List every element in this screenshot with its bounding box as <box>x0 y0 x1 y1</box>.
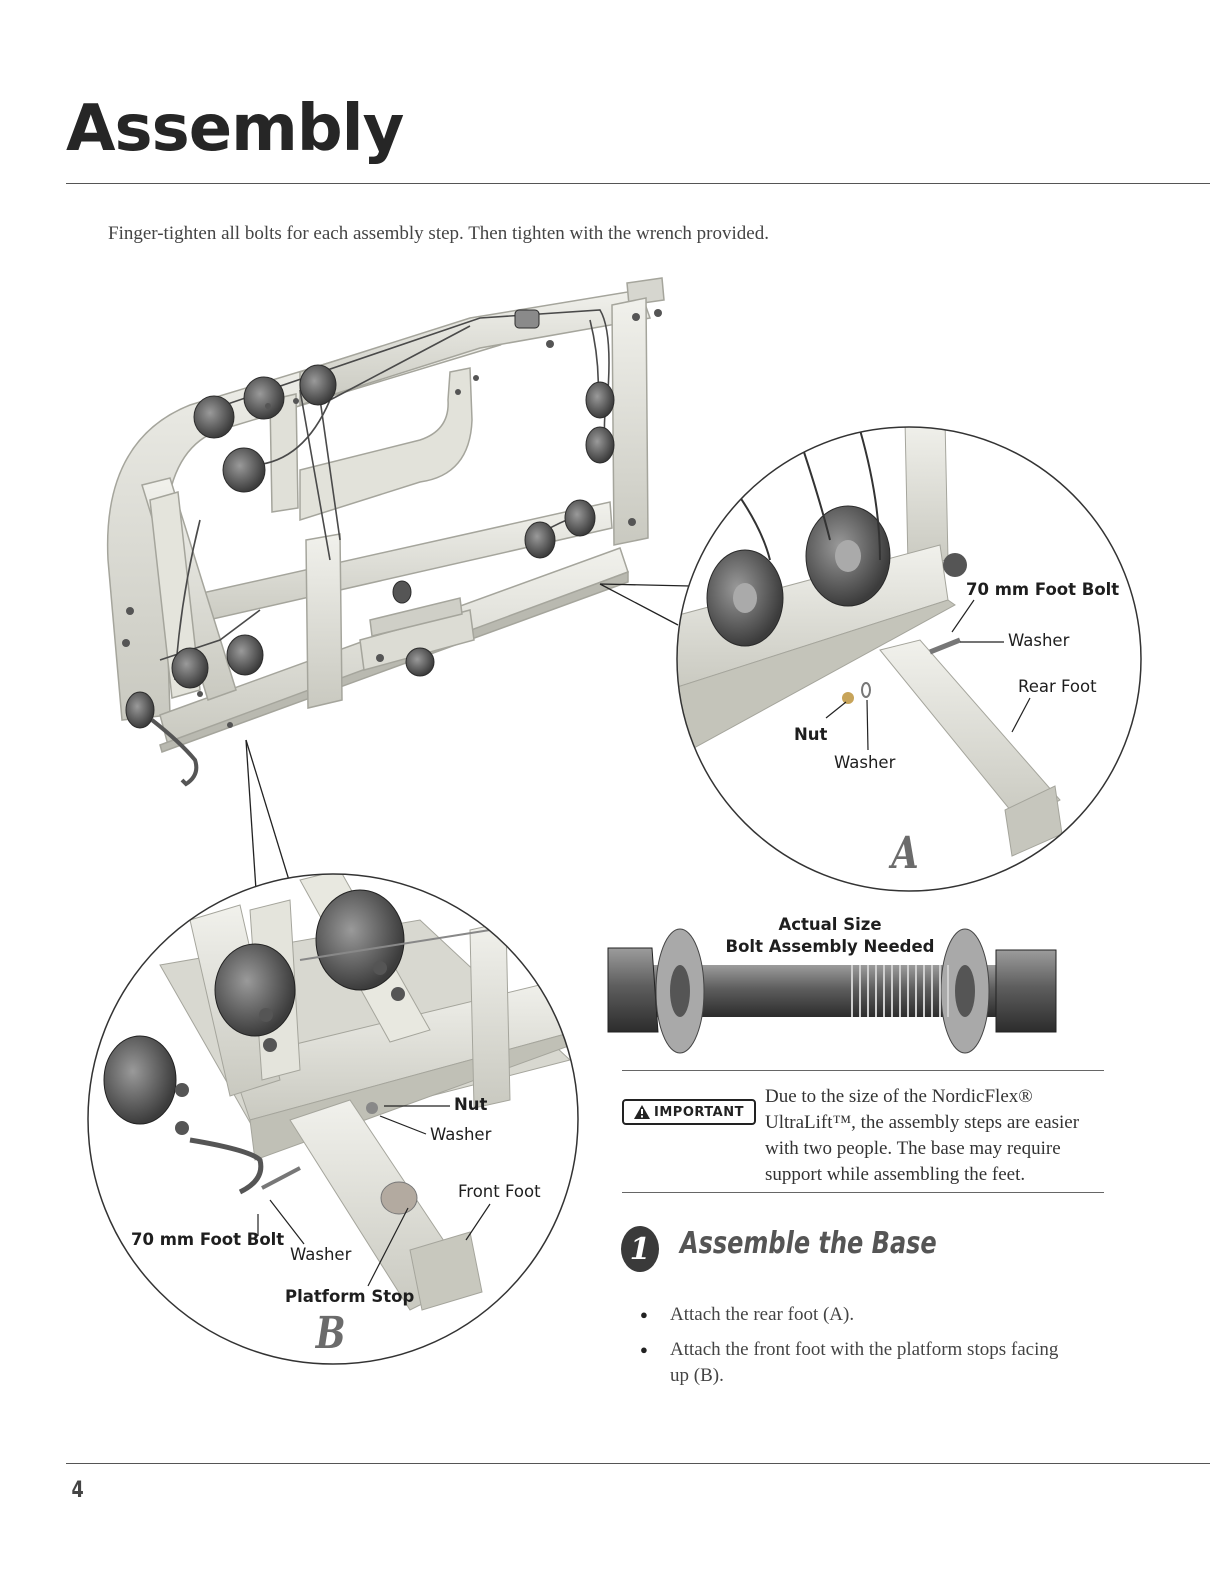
label-nut-a: Nut <box>794 725 828 744</box>
label-washer-a-bottom: Washer <box>834 753 896 772</box>
detail-b-circle <box>87 873 579 1365</box>
page-number: 4 <box>71 1478 84 1503</box>
detail-a-letter: A <box>891 828 919 879</box>
callout-lines <box>245 583 691 891</box>
label-front-foot: Front Foot <box>458 1182 541 1201</box>
important-badge-label: IMPORTANT <box>654 1104 744 1120</box>
important-text: Due to the size of the NordicFlex® Ultra… <box>765 1086 1080 1185</box>
warning-triangle-icon <box>634 1105 651 1119</box>
important-rule-bottom <box>622 1192 1104 1193</box>
bolt-assembly-drawing <box>607 928 1057 1054</box>
list-item: Attach the front foot with the platform … <box>640 1337 1080 1389</box>
label-washer-a-top: Washer <box>1008 631 1070 650</box>
bolt-assembly-caption: Actual Size Bolt Assembly Needed <box>700 914 960 958</box>
label-foot-bolt-a: 70 mm Foot Bolt <box>966 580 1120 599</box>
step-list: Attach the rear foot (A). Attach the fro… <box>640 1302 1080 1398</box>
step-number-badge: 1 <box>621 1226 659 1272</box>
title-rule <box>66 183 1210 184</box>
label-platform-stop: Platform Stop <box>285 1287 415 1306</box>
frame-bolts <box>122 309 662 728</box>
page-title: Assembly <box>66 92 404 166</box>
label-washer-b-bottom: Washer <box>290 1245 352 1264</box>
important-badge: IMPORTANT <box>622 1099 756 1125</box>
pulleys <box>125 309 615 729</box>
list-item: Attach the rear foot (A). <box>640 1302 1080 1328</box>
bolt-caption-line1: Actual Size <box>778 915 882 934</box>
footer-rule <box>66 1463 1210 1464</box>
intro-text: Finger-tighten all bolts for each assemb… <box>108 223 769 244</box>
label-foot-bolt-b: 70 mm Foot Bolt <box>131 1230 285 1249</box>
label-rear-foot: Rear Foot <box>1018 677 1097 696</box>
step-title: Assemble the Base <box>680 1226 937 1261</box>
important-rule-top <box>622 1070 1104 1071</box>
detail-b-letter: B <box>315 1308 346 1359</box>
bolt-caption-line2: Bolt Assembly Needed <box>725 937 935 956</box>
label-nut-b: Nut <box>454 1095 488 1114</box>
detail-a-circle <box>676 426 1142 892</box>
label-washer-b-top: Washer <box>430 1125 492 1144</box>
adjustment-pin <box>150 718 199 787</box>
